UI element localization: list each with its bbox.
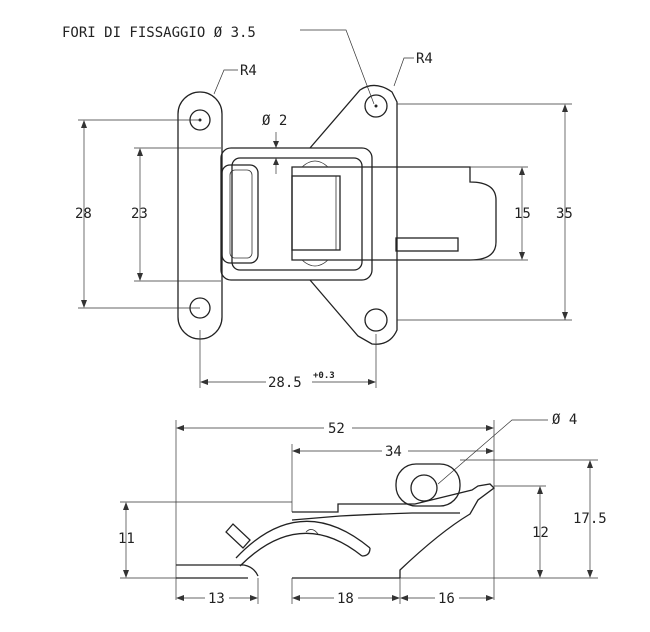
keeper-hook-bend xyxy=(243,564,259,577)
dim-12-label: 12 xyxy=(532,525,549,541)
arrowhead xyxy=(537,486,543,494)
dim-28-5-label: 28.5 xyxy=(268,375,302,391)
lever-slot xyxy=(395,237,459,252)
dim-11-label: 11 xyxy=(118,531,135,547)
wire-loop-inner xyxy=(231,157,363,271)
holes-note: FORI DI FISSAGGIO Ø 3.5 xyxy=(62,25,256,41)
wire-arc-outer xyxy=(235,520,371,559)
label-bg xyxy=(435,589,459,605)
arrowhead xyxy=(176,425,184,431)
mounting-hole xyxy=(364,94,388,118)
keeper-tab xyxy=(225,523,251,549)
arrowhead xyxy=(562,104,568,112)
dim-28-label: 28 xyxy=(75,206,92,222)
arrowhead xyxy=(137,148,143,156)
arrowhead xyxy=(587,460,593,468)
arrowhead xyxy=(392,595,400,601)
arrowhead xyxy=(562,312,568,320)
arrowhead xyxy=(123,502,129,510)
radius-leader-right xyxy=(393,57,414,87)
hole-center-dot xyxy=(374,104,378,108)
arrowhead xyxy=(273,141,279,148)
wire-arc-inner xyxy=(239,532,363,567)
lever-profile xyxy=(292,483,495,578)
label-bg xyxy=(334,589,358,605)
dim-35-label: 35 xyxy=(556,206,573,222)
dim-15-label: 15 xyxy=(514,206,531,222)
arrowhead xyxy=(368,379,376,385)
pivot-end xyxy=(301,259,329,267)
arrowhead xyxy=(292,595,300,601)
arrowhead xyxy=(273,158,279,165)
pivot-end xyxy=(301,160,329,168)
keeper-hook-inner xyxy=(229,169,253,259)
wire-arc-end xyxy=(361,547,371,557)
pivot-boss xyxy=(395,463,461,507)
dim-34-label: 34 xyxy=(385,444,402,460)
lever-lower-edge xyxy=(291,512,460,521)
wire-diameter-label: Ø 2 xyxy=(262,113,287,129)
label-bg xyxy=(205,589,229,605)
label-bg xyxy=(382,442,408,458)
arrowhead xyxy=(486,425,494,431)
pivot-leader xyxy=(437,419,548,485)
base-plate xyxy=(309,84,398,345)
arrowhead xyxy=(519,252,525,260)
dim-16-label: 16 xyxy=(438,591,455,607)
keeper-hook xyxy=(221,164,259,264)
radius-leader-left xyxy=(213,69,238,95)
arrowhead xyxy=(137,273,143,281)
arrowhead xyxy=(176,595,184,601)
arrowhead xyxy=(400,595,408,601)
arrowhead xyxy=(81,120,87,128)
arrowhead xyxy=(81,300,87,308)
arrowhead xyxy=(200,379,208,385)
pivot-diameter-label: Ø 4 xyxy=(552,412,577,428)
arrowhead xyxy=(486,448,494,454)
dim-13-label: 13 xyxy=(208,591,225,607)
radius-label-left: R4 xyxy=(240,63,257,79)
arrowhead xyxy=(123,570,129,578)
mounting-hole xyxy=(364,308,388,332)
dim-28-5-tolerance: +0.3 xyxy=(313,371,335,381)
dim-18-label: 18 xyxy=(337,591,354,607)
holes-leader xyxy=(300,29,375,105)
lever xyxy=(291,166,497,261)
arrowhead xyxy=(292,448,300,454)
lever-pivot-block xyxy=(291,175,341,251)
label-bg xyxy=(324,419,352,435)
dim-52-label: 52 xyxy=(328,421,345,437)
pin-detail xyxy=(305,529,319,535)
label-bg xyxy=(266,372,312,388)
arrowhead xyxy=(587,570,593,578)
arrowhead xyxy=(486,595,494,601)
dim-17-5-label: 17.5 xyxy=(573,511,607,527)
top-view: FORI DI FISSAGGIO Ø 3.5 R4 R4 Ø 2 28 23 xyxy=(62,25,573,391)
radius-label-right: R4 xyxy=(416,51,433,67)
pivot-pin xyxy=(410,474,438,502)
keeper-plate xyxy=(177,91,223,340)
dim-23-label: 23 xyxy=(131,206,148,222)
arrowhead xyxy=(537,570,543,578)
wire-loop-outer xyxy=(220,147,373,281)
side-view: 52 34 Ø 4 17.5 12 11 xyxy=(118,412,607,607)
arrowhead xyxy=(519,167,525,175)
arrowhead xyxy=(250,595,258,601)
